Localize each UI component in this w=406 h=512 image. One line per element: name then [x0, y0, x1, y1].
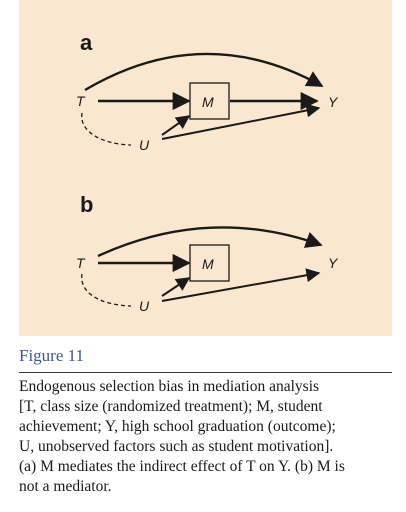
caption-line: Endogenous selection bias in mediation a… [19, 378, 320, 395]
node-m-box [189, 244, 230, 282]
edge-t-u-dashed [81, 112, 132, 146]
edge-t-y [97, 226, 323, 258]
node-u-label: U [139, 137, 150, 153]
edge-u-y [161, 103, 321, 140]
edge-u-y [161, 268, 321, 302]
node-t-label: T [76, 255, 86, 271]
edge-t-u-dashed [81, 273, 132, 307]
figure-title: Figure 11 [19, 346, 392, 373]
node-u-label: U [139, 298, 150, 314]
caption-text: Endogenous selection bias in mediation a… [19, 377, 392, 497]
panel-a-letter: a [80, 30, 93, 55]
caption-line: [T, class size (randomized treatment); M… [19, 398, 323, 415]
node-y-label: Y [328, 94, 339, 110]
caption-line: not a mediator. [19, 478, 112, 495]
panel-b-letter: b [80, 192, 93, 217]
node-m-box [189, 82, 230, 120]
panel-a: a M T Y U [76, 30, 339, 153]
caption-line: (a) M mediates the indirect effect of T … [19, 458, 345, 475]
edge-u-m [161, 115, 191, 136]
edge-t-y [84, 52, 324, 92]
figure-panel: a M T Y U b [19, 0, 392, 336]
dag-diagram: a M T Y U b [76, 30, 339, 314]
panel-b: b M T Y U [76, 192, 339, 314]
node-m-label: M [202, 256, 214, 272]
edge-u-m [161, 277, 191, 297]
caption-line: achievement; Y, high school graduation (… [19, 418, 336, 435]
node-m-label: M [202, 94, 214, 110]
node-t-label: T [76, 93, 86, 109]
caption-line: U, unobserved factors such as student mo… [19, 438, 334, 455]
node-y-label: Y [328, 255, 339, 271]
figure-caption: Figure 11 Endogenous selection bias in m… [19, 346, 392, 497]
